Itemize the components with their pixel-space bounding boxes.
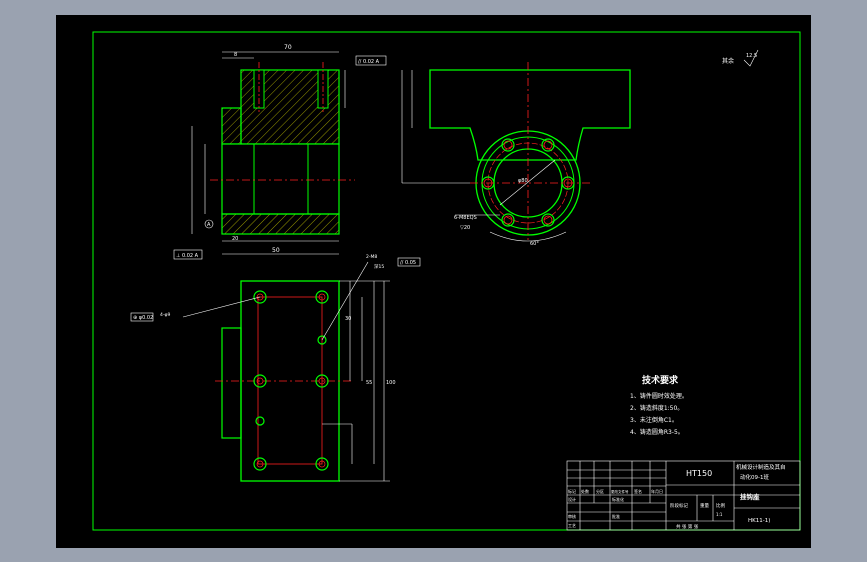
title-block xyxy=(566,460,801,531)
roughness-value: 12.5 xyxy=(746,53,757,59)
dim-width: 50 xyxy=(272,247,280,254)
tech-item-2: 2、铸造斜度1:50。 xyxy=(630,404,683,412)
weight-label: 重量 xyxy=(700,502,709,509)
dim-side1: 20 xyxy=(232,236,238,242)
holes-callout: 6-M8EQS xyxy=(454,215,477,221)
dim-top: 70 xyxy=(284,44,292,51)
datum-a: A xyxy=(207,222,211,228)
angle-label: 60° xyxy=(530,241,539,247)
part-name: 挂钩座 xyxy=(740,492,760,501)
flatness-box: // 0.02 A xyxy=(358,59,380,65)
drawing-number: HK11-1) xyxy=(748,518,770,524)
material: HT150 xyxy=(686,469,712,478)
scale-value: 1:1 xyxy=(716,512,723,517)
roughness-note: 其余 xyxy=(722,57,734,65)
pcd-label: φ80 xyxy=(518,178,528,184)
class-line-1: 机械设计制造及其自 xyxy=(736,463,786,471)
hdr-zone: 分区 xyxy=(596,488,604,494)
stage-label: 阶段标记 xyxy=(670,502,688,509)
section-view: 70 8 50 20 // 0.02 A ⊥ 0.02 A A xyxy=(173,44,387,260)
plan-view: 30 55 100 ⊕ φ0.02 4-φ9 // 0.05 2-M8 深15 xyxy=(130,254,421,482)
row-design: 设计 xyxy=(568,496,576,502)
dim-side3: 55 xyxy=(366,380,372,386)
drawing-canvas xyxy=(56,15,811,548)
tech-item-4: 4、铸造圆角R3-5。 xyxy=(630,428,684,436)
tech-item-1: 1、铸件圆时效处理。 xyxy=(630,392,688,400)
hdr-date: 年月日 xyxy=(651,488,663,494)
sheet-text: 共 张 第 张 xyxy=(676,523,699,530)
hdr-sign: 签名 xyxy=(634,488,642,494)
scale-label: 比例 xyxy=(716,502,725,509)
technical-requirements: 技术要求 1、铸件圆时效处理。 2、铸造斜度1:50。 3、未注倒角C1。 4、… xyxy=(630,374,688,436)
perp-box: ⊥ 0.02 A xyxy=(176,253,199,259)
mid-approve: 批准 xyxy=(612,513,620,519)
thread-note: 2-M8 xyxy=(366,254,377,260)
parallel-box: // 0.05 xyxy=(400,260,416,266)
tech-item-3: 3、未注倒角C1。 xyxy=(630,416,678,424)
dim-depth: 100 xyxy=(386,380,396,386)
hdr-doc: 更改文件号 xyxy=(611,489,629,494)
holes-depth: ▽20 xyxy=(460,225,470,231)
pos-box: ⊕ φ0.02 xyxy=(133,315,153,321)
row-process: 工艺 xyxy=(568,523,576,528)
tech-heading: 技术要求 xyxy=(642,374,679,386)
hole-note: 4-φ9 xyxy=(160,312,170,318)
hdr-mark: 标记 xyxy=(568,488,576,494)
hdr-count: 处数 xyxy=(581,488,589,494)
dim-side2: 30 xyxy=(345,316,351,322)
row-review: 审核 xyxy=(568,513,576,519)
title-block-text: HT150 机械设计制造及其自 动化09-1班 挂钩座 HK11-1) 阶段标记… xyxy=(568,463,786,530)
sheet-border xyxy=(92,31,801,531)
depth-note: 深15 xyxy=(374,263,384,270)
mid-std: 标准化 xyxy=(612,496,624,502)
class-line-2: 动化09-1班 xyxy=(740,473,769,481)
dim-small: 8 xyxy=(234,52,237,58)
end-view: 6-M8EQS ▽20 60° φ80 其余 12.5 xyxy=(401,49,759,247)
